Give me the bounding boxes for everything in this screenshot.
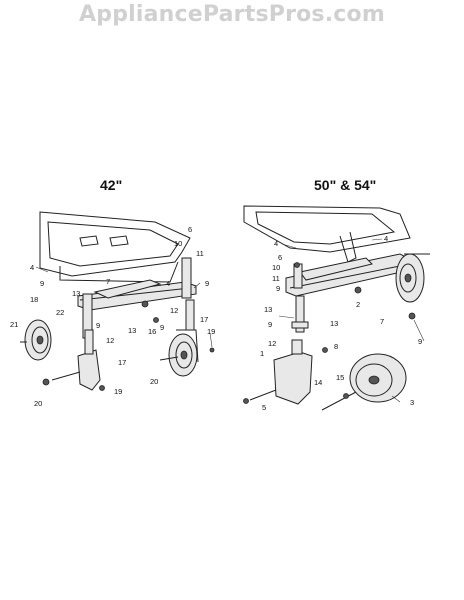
wheel-left-42 — [20, 319, 52, 361]
wheel-right-42 — [159, 299, 215, 377]
callout-label: 15 — [336, 373, 344, 382]
panel-50-54-inch: 50" & 54" — [35, 177, 430, 412]
panel-42-inch: 42" — [10, 177, 215, 408]
callout-label: 12 — [106, 336, 114, 345]
deck-50-54 — [243, 205, 411, 263]
callout-label: 14 — [314, 378, 322, 387]
callouts-50-54: 4 4 6 10 11 9 13 9 12 2 13 7 9 8 1 15 14… — [260, 234, 422, 412]
callout-label: 20 — [150, 377, 158, 386]
callout-label: 11 — [196, 249, 204, 258]
callout-label: 13 — [128, 326, 136, 335]
callout-label: 6 — [188, 225, 192, 234]
callout-label: 19 — [207, 327, 215, 336]
callout-label: 2 — [356, 300, 360, 309]
callout-label: 13 — [330, 319, 338, 328]
deck-42 — [39, 211, 191, 283]
callout-label: 20 — [34, 399, 42, 408]
callout-label: 9 — [418, 337, 422, 346]
callout-label: 16 — [148, 327, 156, 336]
callout-label: 9 — [276, 284, 280, 293]
wheel-front-50-54 — [321, 353, 407, 411]
callout-label: 9 — [96, 321, 100, 330]
callout-label: 1 — [260, 349, 264, 358]
callout-label: 10 — [272, 263, 280, 272]
callout-label: 8 — [334, 342, 338, 351]
callout-label: 12 — [268, 339, 276, 348]
callout-label: 21 — [10, 320, 18, 329]
callout-label: 19 — [114, 387, 122, 396]
callout-label: 12 — [170, 306, 178, 315]
callout-label: 9 — [40, 279, 44, 288]
watermark-text: AppliancePartsPros.com — [79, 2, 385, 27]
callout-label: 4 — [166, 279, 170, 288]
caster-fork-50-54 — [243, 339, 328, 405]
callout-label: 7 — [106, 277, 110, 286]
callout-label: 9 — [205, 279, 209, 288]
caster-fork-left-42 — [42, 329, 105, 391]
callout-label: 4 — [274, 239, 278, 248]
spindle-stack-50-54 — [291, 262, 309, 333]
callout-label: 3 — [410, 398, 414, 407]
callout-label: 17 — [118, 358, 126, 367]
callout-label: 9 — [160, 323, 164, 332]
callout-label: 10 — [174, 239, 182, 248]
callout-label: 4 — [30, 263, 34, 272]
panel-heading-42: 42" — [100, 177, 122, 193]
callout-label: 6 — [278, 253, 282, 262]
callout-label: 22 — [56, 308, 64, 317]
callout-label: 4 — [384, 234, 388, 243]
callout-label: 18 — [30, 295, 38, 304]
leader-lines — [35, 238, 425, 403]
callout-label: 13 — [264, 305, 272, 314]
callouts-42: 6 10 11 4 9 7 4 9 13 18 22 9 13 16 9 12 … — [10, 225, 215, 408]
callout-label: 17 — [200, 315, 208, 324]
callout-label: 13 — [72, 289, 80, 298]
wheel-right-50-54 — [395, 253, 430, 320]
callout-label: 9 — [268, 320, 272, 329]
panel-heading-50-54: 50" & 54" — [314, 177, 376, 193]
callout-label: 5 — [262, 403, 266, 412]
callout-label: 7 — [380, 317, 384, 326]
callout-label: 11 — [272, 274, 280, 283]
